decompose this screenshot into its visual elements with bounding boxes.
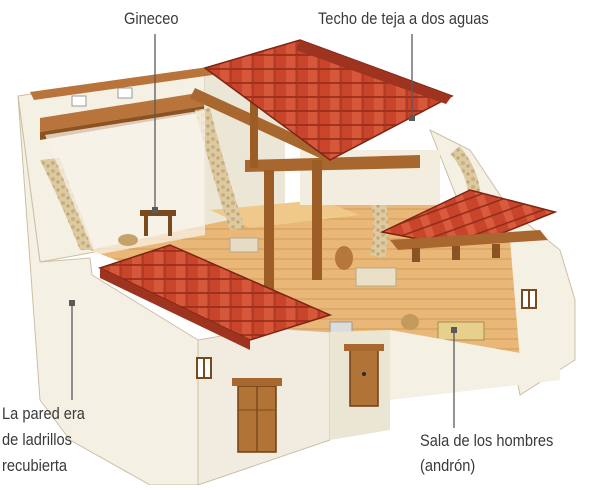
timber-frame	[30, 64, 420, 300]
side-roof	[379, 189, 558, 262]
label-sala: Sala de los hombres (andrón)	[420, 430, 553, 477]
label-gineceo: Gineceo	[124, 9, 179, 28]
front-roof	[97, 244, 333, 350]
label-sala-line-1: Sala de los hombres	[420, 431, 554, 450]
label-pared: La pared era de ladrillos recubierta	[2, 403, 85, 477]
interior-walls	[40, 108, 440, 258]
label-techo: Techo de teja a dos aguas	[318, 9, 489, 28]
label-pared-line-2: de ladrillos	[2, 430, 72, 449]
main-roof	[203, 39, 454, 161]
label-pared-line-1: La pared era	[2, 404, 85, 423]
label-sala-line-2: (andrón)	[420, 456, 476, 475]
leader-lines	[69, 34, 457, 428]
doors-windows	[196, 289, 537, 453]
label-pared-line-3: recubierta	[2, 456, 68, 475]
front-walls	[17, 95, 560, 486]
